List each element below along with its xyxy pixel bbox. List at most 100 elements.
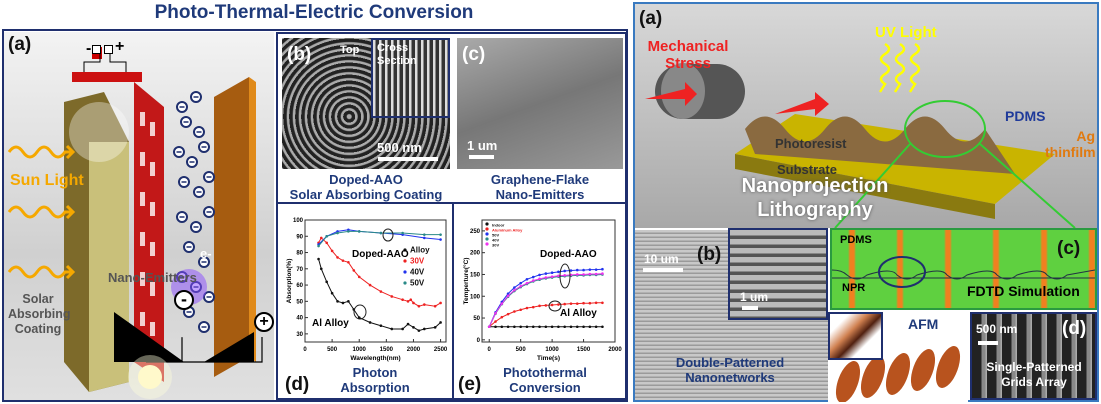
data-point	[538, 273, 541, 277]
terminal-icon	[92, 45, 101, 54]
cross-section-label: Cross Section	[377, 42, 417, 67]
data-point	[439, 238, 442, 241]
y-tick-label: 30	[296, 332, 303, 338]
panel-label: (b)	[697, 244, 722, 265]
x-tick-label: 500	[327, 347, 338, 353]
annotation-al-alloy: Al Alloy	[560, 308, 597, 319]
legend-label: Indoor	[492, 223, 505, 228]
data-point	[336, 231, 339, 235]
afm-label: AFM	[908, 316, 939, 332]
fdtd-caption: FDTD Simulation	[967, 283, 1080, 299]
sem-image-doped-aao: (b) Top Cross Section 500 nm	[282, 38, 450, 169]
data-point	[494, 325, 497, 329]
data-point	[487, 325, 491, 329]
legend-marker	[485, 232, 489, 236]
legend-marker	[485, 242, 489, 246]
x-tick-label: 1000	[353, 347, 367, 353]
data-point	[417, 304, 421, 308]
data-point	[357, 230, 361, 233]
y-tick-label: 150	[470, 272, 481, 278]
caption-line: Single-Patterned	[986, 360, 1082, 374]
results-frame	[276, 32, 627, 400]
y-axis-label: Absorption(%)	[286, 259, 293, 304]
data-point	[506, 325, 510, 329]
data-point	[513, 286, 516, 289]
data-point	[319, 236, 323, 240]
legend-label: 30V	[410, 257, 425, 266]
light-bulb-icon	[138, 365, 162, 389]
panel-label: (c)	[1057, 238, 1081, 259]
data-point	[412, 301, 415, 305]
data-point	[588, 272, 592, 276]
x-tick-label: 0	[303, 347, 307, 353]
data-point	[557, 270, 560, 274]
data-point	[531, 279, 535, 282]
electron-icon	[190, 91, 202, 103]
caption-line: Photon	[352, 365, 398, 380]
data-point	[347, 260, 350, 264]
data-point	[550, 271, 554, 275]
data-point	[557, 325, 560, 329]
legend-marker	[485, 227, 489, 231]
legend-label: Aluminum Alloy	[492, 228, 523, 233]
data-point	[582, 301, 585, 305]
data-point	[544, 325, 548, 329]
caption-line: Doped-AAO	[329, 172, 403, 187]
annotation-al-alloy: Al Alloy	[312, 318, 349, 329]
electron-icon	[203, 171, 215, 183]
data-point	[423, 303, 426, 306]
caption-line: Absorption	[340, 380, 410, 395]
electron-icon	[173, 146, 185, 158]
data-point	[531, 305, 535, 309]
uv-light-waves-icon	[878, 42, 921, 93]
electron-label: e-	[200, 246, 212, 261]
annotation-ellipse	[382, 228, 394, 242]
caption-line: Nano-Emitters	[495, 187, 585, 202]
annotation-doped-aao: Doped-AAO	[540, 249, 597, 260]
divider	[452, 204, 454, 399]
legend-marker	[485, 237, 489, 241]
y-tick-label: 250	[470, 229, 481, 235]
data-point	[325, 234, 328, 238]
y-tick-label: 0	[477, 338, 481, 344]
data-point	[519, 325, 522, 329]
data-point	[336, 300, 339, 303]
data-point	[319, 267, 323, 271]
plot-frame	[481, 219, 616, 343]
data-point	[601, 267, 604, 271]
data-point	[513, 288, 516, 292]
data-point	[494, 311, 497, 315]
data-point	[519, 308, 522, 312]
x-tick-label: 1500	[577, 347, 591, 353]
title-line: Lithography	[757, 199, 873, 221]
legend-label: 40V	[410, 268, 425, 277]
data-point	[569, 325, 573, 329]
caption-line: Solar Absorbing Coating	[289, 187, 443, 202]
load-resistor-icon	[72, 72, 142, 82]
data-point	[341, 259, 345, 262]
y-tick-label: 70	[296, 267, 303, 273]
electron-icon	[198, 256, 210, 268]
data-point	[423, 327, 426, 331]
data-point	[390, 327, 394, 331]
data-point	[538, 277, 541, 281]
legend-label: Alloy	[410, 246, 430, 255]
annotation-ellipse	[548, 300, 562, 312]
data-point	[368, 321, 372, 324]
legend-label: 30V	[492, 243, 499, 248]
terminal-icon	[104, 45, 113, 54]
electron-icon	[203, 291, 215, 303]
data-point	[563, 325, 566, 329]
uv-light-label: UV Light	[875, 24, 937, 41]
data-point	[347, 300, 350, 303]
caption-line: Nanonetworks	[685, 370, 775, 385]
data-point	[544, 304, 548, 307]
nanoprojection-schematic: (a) Mechanical Stress UV Light PDMS Ag t…	[635, 4, 1097, 228]
data-point	[569, 302, 573, 305]
data-point	[330, 249, 334, 253]
